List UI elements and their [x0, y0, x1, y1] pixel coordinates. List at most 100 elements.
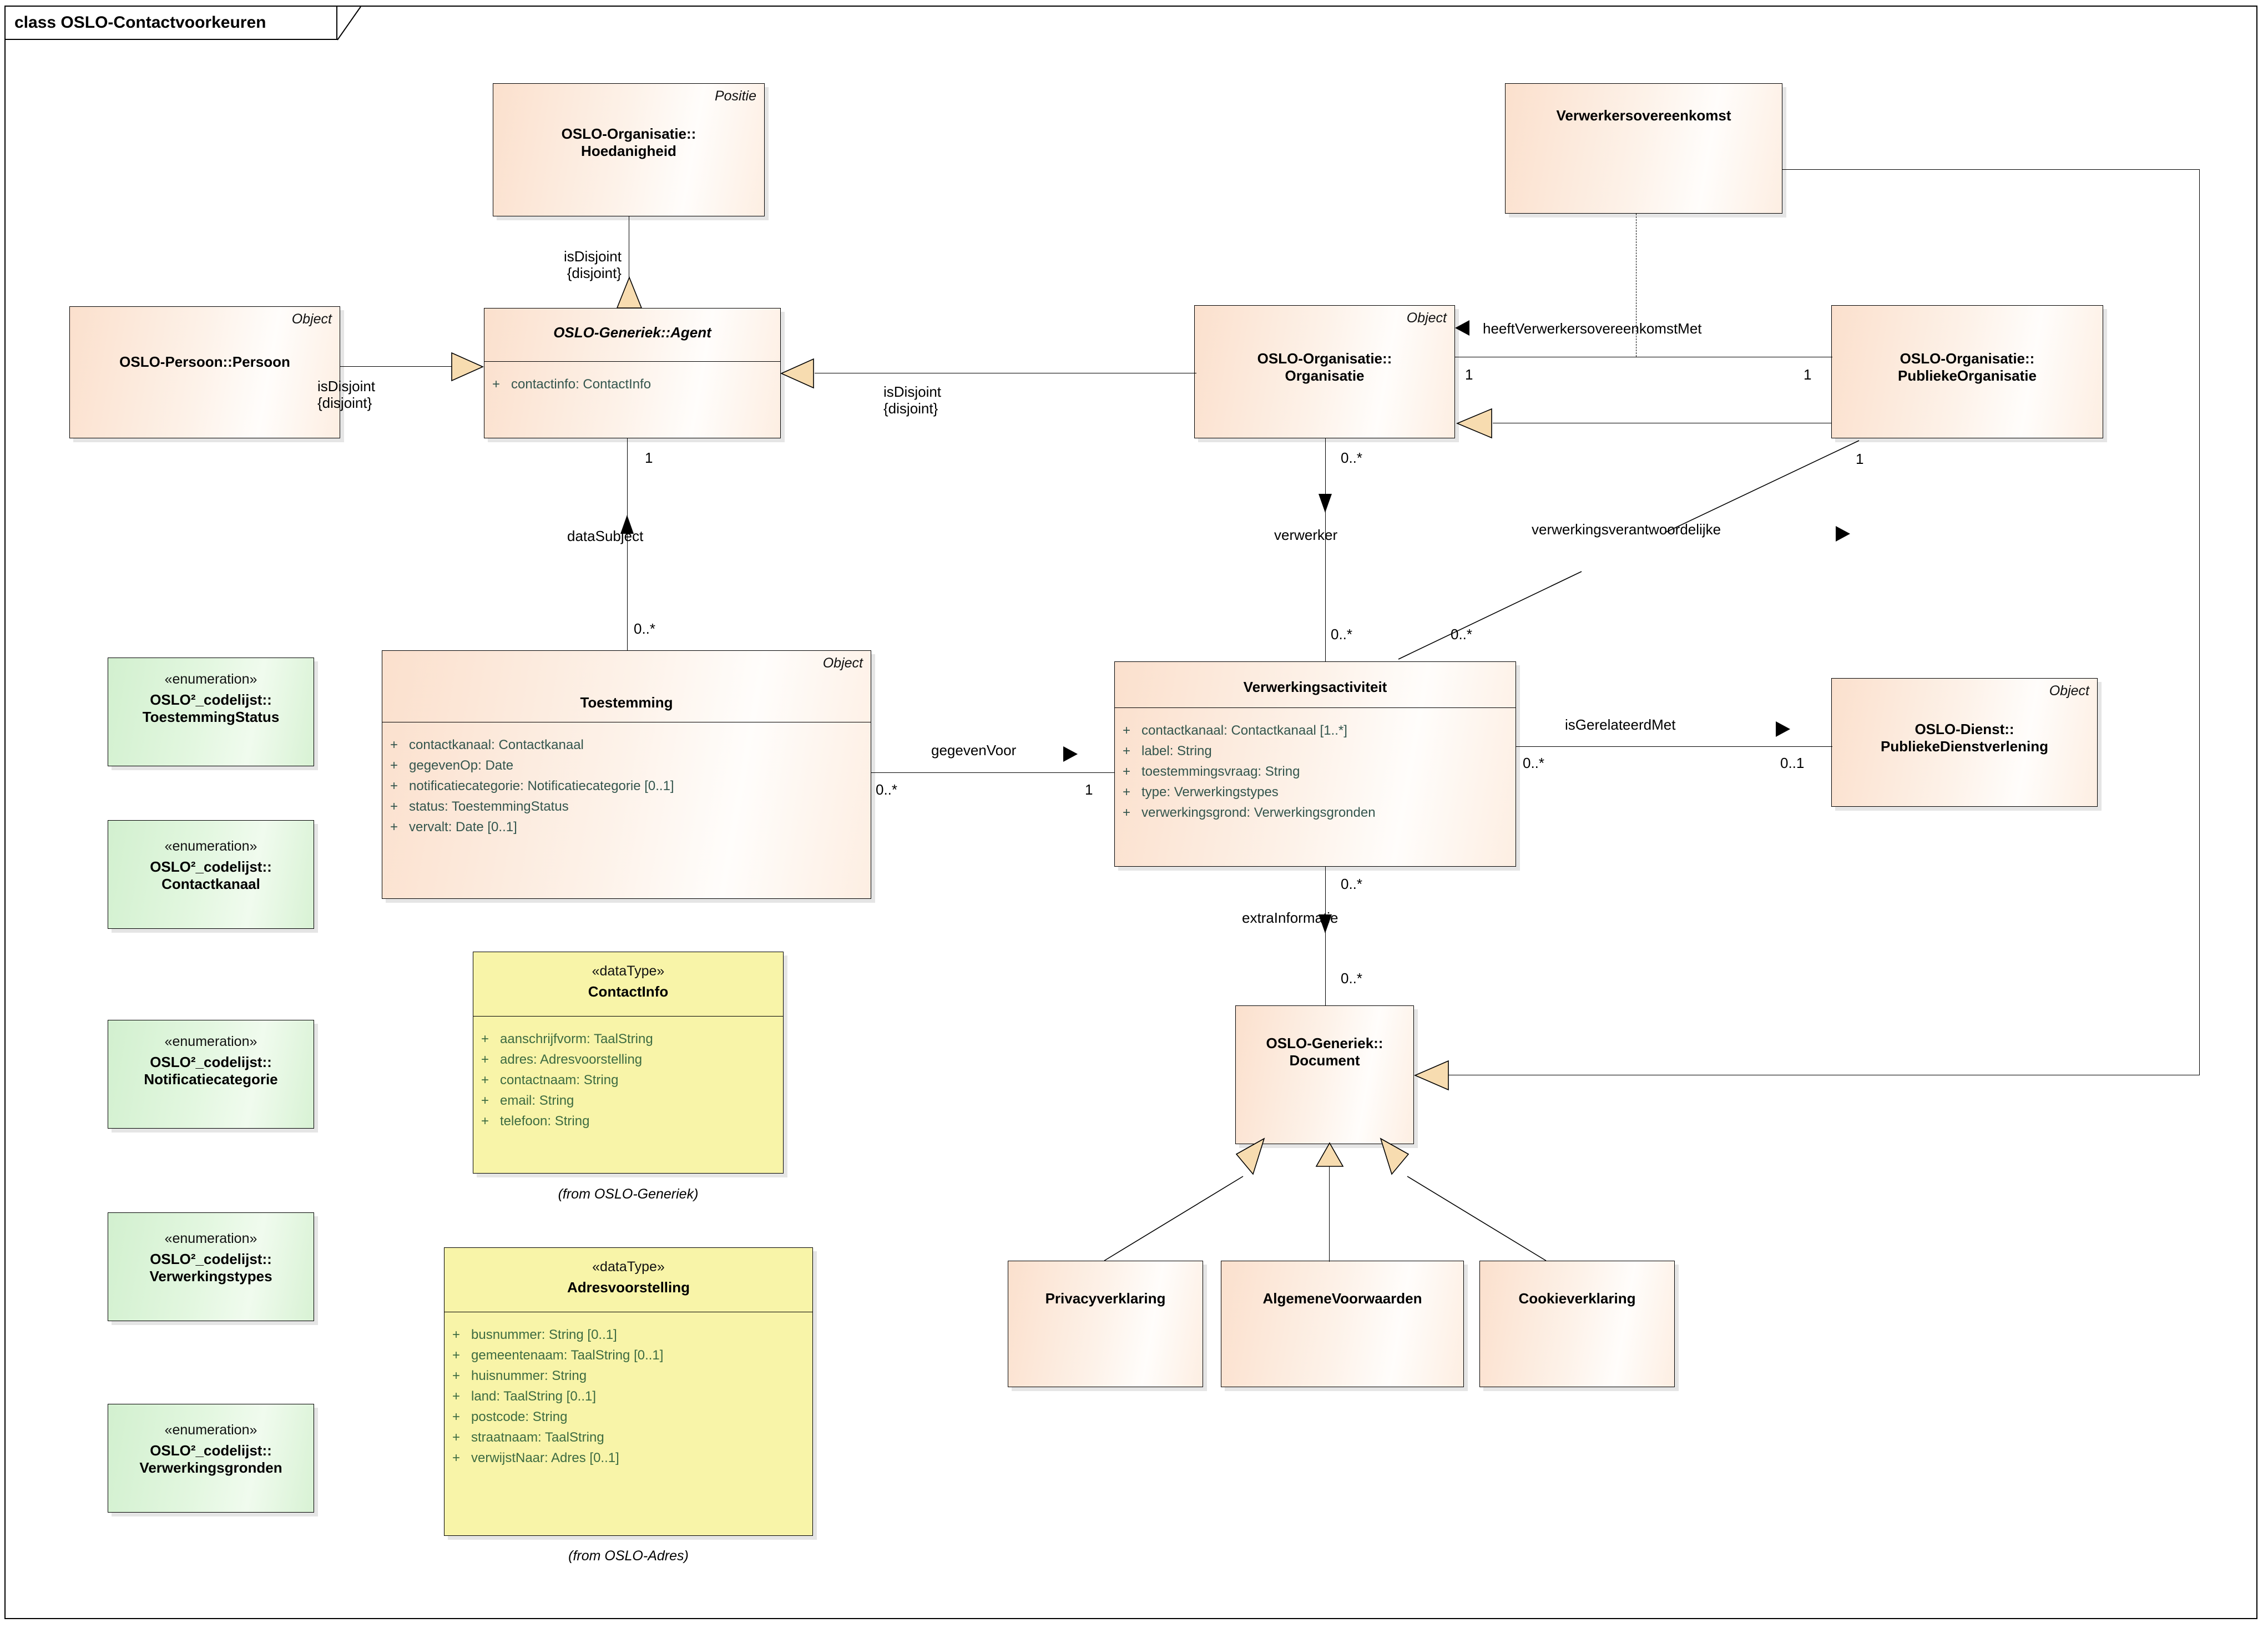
attribute-list: + contactkanaal: Contactkanaal [1..*] + … — [1115, 724, 1516, 827]
class-publiekeorganisatie[interactable]: OSLO-Organisatie:: PubliekeOrganisatie — [1831, 305, 2103, 438]
isgerelateerdmet-arrowhead — [1776, 721, 1790, 737]
page-title: class OSLO-Contactvoorkeuren — [14, 13, 266, 32]
attribute-row: + contactinfo: ContactInfo — [492, 377, 651, 392]
class-name: Verwerkersovereenkomst — [1556, 107, 1731, 124]
class-name: OSLO-Generiek:: Document — [1266, 1035, 1383, 1069]
generalization-arrow-cookieverklaring — [1375, 1137, 1414, 1177]
connector-label-heeftverwerkersovereenkomstmet: heeftVerwerkersovereenkomstMet — [1483, 320, 1702, 337]
enumeration-verwerkingstypes[interactable]: «enumeration» OSLO²_codelijst:: Verwerki… — [108, 1212, 314, 1321]
generalization-arrow-left-document — [1413, 1060, 1451, 1091]
attribute-row: + contactkanaal: Contactkanaal [1..*] — [1123, 723, 1347, 738]
generalization-arrow-left — [779, 358, 816, 389]
datatype-name: Adresvoorstelling — [567, 1279, 690, 1296]
connector-algemenevoorwaarden-document — [1329, 1164, 1330, 1262]
class-name: AlgemeneVoorwaarden — [1262, 1290, 1422, 1307]
connector-label-verwerkingsverantwoordelijke: verwerkingsverantwoordelijke — [1532, 521, 1721, 538]
class-name: OSLO-Organisatie:: Hoedanigheid — [561, 125, 696, 159]
attribute-row: + postcode: String — [452, 1409, 568, 1424]
class-name: OSLO-Organisatie:: PubliekeOrganisatie — [1898, 350, 2037, 384]
verwerker-mult-source: 0..* — [1341, 449, 1363, 466]
enum-name: OSLO²_codelijst:: Notificatiecategorie — [144, 1054, 278, 1088]
connector-cookieverklaring-document — [1407, 1176, 1547, 1261]
attribute-list: + aanschrijfvorm: TaalString + adres: Ad… — [473, 1033, 783, 1135]
connector-isgerelateerdmet — [1516, 746, 1832, 747]
connector-label-gegevenvoor: gegevenVoor — [931, 742, 1017, 759]
datatype-name: ContactInfo — [588, 983, 669, 1000]
class-agent[interactable]: OSLO-Generiek::Agent + contactinfo: Cont… — [484, 308, 781, 438]
generalization-arrow-left-org — [1455, 408, 1494, 439]
enumeration-notificatiecategorie[interactable]: «enumeration» OSLO²_codelijst:: Notifica… — [108, 1020, 314, 1129]
enumeration-verwerkingsgronden[interactable]: «enumeration» OSLO²_codelijst:: Verwerki… — [108, 1404, 314, 1513]
datatype-stereotype: «dataType» — [592, 963, 665, 979]
class-persoon[interactable]: Object OSLO-Persoon::Persoon — [69, 306, 340, 438]
stereotype-label: Object — [822, 655, 863, 671]
connector-datasubject — [627, 438, 628, 650]
class-verwerkingsactiviteit[interactable]: Verwerkingsactiviteit + contactkanaal: C… — [1114, 661, 1516, 867]
attribute-list: + contactkanaal: Contactkanaal + gegeven… — [382, 739, 871, 841]
isgerelateerdmet-mult-target: 0..1 — [1780, 755, 1805, 771]
class-name: OSLO-Dienst:: PubliekeDienstverlening — [1881, 721, 2048, 755]
verwerker-arrowhead — [1319, 494, 1332, 513]
stereotype-label: Object — [2049, 683, 2089, 699]
class-name: OSLO-Organisatie:: Organisatie — [1257, 350, 1392, 384]
datatype-stereotype: «dataType» — [592, 1259, 665, 1275]
heeftverwerkersovereenkomstmet-mult-target: 1 — [1804, 366, 1812, 383]
enum-stereotype: «enumeration» — [164, 671, 257, 687]
datatype-contactinfo-from: (from OSLO-Generiek) — [558, 1186, 699, 1202]
class-organisatie[interactable]: Object OSLO-Organisatie:: Organisatie — [1194, 305, 1455, 438]
attribute-row: + verwerkingsgrond: Verwerkingsgronden — [1123, 805, 1376, 820]
attribute-row: + huisnummer: String — [452, 1368, 587, 1383]
extrainformatie-mult-source: 0..* — [1341, 876, 1363, 892]
gegevenvoor-mult-target: 1 — [1085, 781, 1093, 798]
class-name: Verwerkingsactiviteit — [1243, 679, 1387, 695]
attribute-row: + adres: Adresvoorstelling — [481, 1052, 643, 1067]
class-name: Privacyverklaring — [1045, 1290, 1166, 1307]
attribute-row: + type: Verwerkingstypes — [1123, 785, 1279, 800]
datatype-adresvoorstelling-from: (from OSLO-Adres) — [568, 1548, 689, 1564]
attribute-row: + label: String — [1123, 744, 1212, 759]
verwerker-mult-target: 0..* — [1331, 626, 1353, 643]
stereotype-label: Object — [291, 311, 332, 327]
enum-name: OSLO²_codelijst:: ToestemmingStatus — [142, 691, 280, 725]
enumeration-contactkanaal[interactable]: «enumeration» OSLO²_codelijst:: Contactk… — [108, 820, 314, 929]
class-name: Cookieverklaring — [1518, 1290, 1636, 1307]
connector-gegevenvoor — [871, 772, 1114, 773]
attribute-row: + status: ToestemmingStatus — [390, 799, 569, 814]
class-verwerkersovereenkomst[interactable]: Verwerkersovereenkomst — [1505, 83, 1782, 214]
datatype-contactinfo[interactable]: «dataType» ContactInfo + aanschrijfvorm:… — [473, 952, 784, 1174]
connector-verwerkingsverantwoordelijke — [1398, 440, 1860, 660]
class-cookieverklaring[interactable]: Cookieverklaring — [1479, 1261, 1675, 1387]
connector-label-isdisjoint-hoedanigheid: isDisjoint {disjoint} — [563, 248, 622, 281]
enumeration-toestemmingstatus[interactable]: «enumeration» OSLO²_codelijst:: Toestemm… — [108, 658, 314, 766]
attribute-row: + telefoon: String — [481, 1114, 590, 1129]
class-privacyverklaring[interactable]: Privacyverklaring — [1008, 1261, 1203, 1387]
datasubject-arrowhead — [620, 515, 634, 534]
extrainformatie-arrowhead — [1319, 914, 1332, 933]
connector-persoon-agent — [340, 366, 457, 367]
attribute-row: + gemeentenaam: TaalString [0..1] — [452, 1348, 664, 1363]
class-toestemming[interactable]: Object Toestemming + contactkanaal: Cont… — [382, 650, 871, 899]
heeftverwerkersovereenkomstmet-arrowhead — [1455, 320, 1469, 336]
enum-name: OSLO²_codelijst:: Verwerkingstypes — [149, 1251, 272, 1285]
class-publiekedienstverlening[interactable]: Object OSLO-Dienst:: PubliekeDienstverle… — [1831, 678, 2098, 807]
connector-label-isdisjoint-persoon: isDisjoint {disjoint} — [317, 378, 376, 411]
attribute-row: + email: String — [481, 1093, 574, 1108]
datatype-adresvoorstelling[interactable]: «dataType» Adresvoorstelling + busnummer… — [444, 1247, 813, 1536]
class-document[interactable]: OSLO-Generiek:: Document — [1235, 1005, 1414, 1144]
enum-stereotype: «enumeration» — [164, 1034, 257, 1049]
connector-privacyverklaring-document — [1104, 1176, 1244, 1261]
connector-label-verwerker: verwerker — [1274, 527, 1338, 543]
connector-verwerkersovereenkomst-document-right — [2199, 169, 2200, 1075]
connector-label-datasubject: dataSubject — [567, 528, 644, 544]
class-hoedanigheid[interactable]: Positie OSLO-Organisatie:: Hoedanigheid — [493, 83, 765, 216]
generalization-arrow-up — [616, 276, 643, 311]
stereotype-label: Object — [1406, 310, 1447, 326]
class-algemenevoorwaarden[interactable]: AlgemeneVoorwaarden — [1221, 1261, 1464, 1387]
stereotype-label: Positie — [714, 88, 756, 104]
extrainformatie-mult-target: 0..* — [1341, 970, 1363, 987]
attribute-row: + contactnaam: String — [481, 1073, 619, 1088]
attribute-row: + contactkanaal: Contactkanaal — [390, 737, 584, 752]
connector-label-isgerelateerdmet: isGerelateerdMet — [1565, 716, 1676, 733]
datasubject-mult-target: 0..* — [634, 620, 656, 637]
